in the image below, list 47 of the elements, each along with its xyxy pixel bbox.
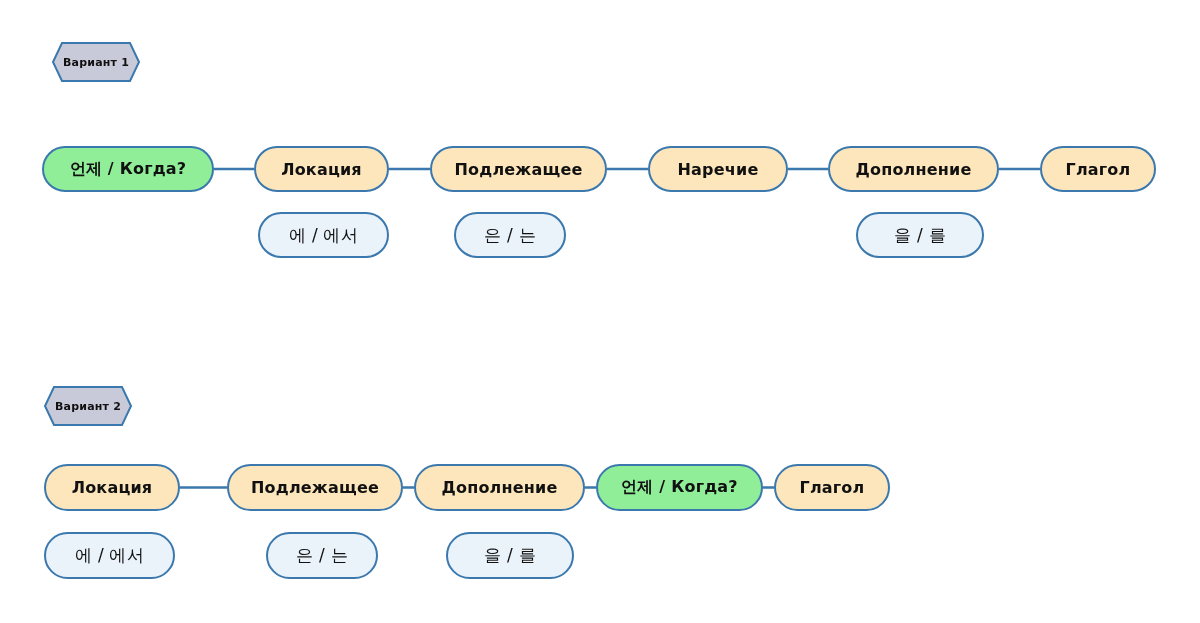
connector-line [403, 486, 414, 489]
sentence-part-label: Дополнение [855, 159, 972, 179]
particle-label: 을 / 를 [894, 223, 946, 247]
sentence-part-pill [414, 464, 585, 511]
particle-pill [454, 212, 566, 258]
particle-label: 에 / 에서 [289, 223, 358, 247]
particle-label: 을 / 를 [484, 544, 536, 567]
sentence-part-pill [828, 146, 999, 192]
particle-pill [856, 212, 984, 258]
sentence-part-pill [44, 464, 180, 511]
particle-label: 에 / 에서 [75, 544, 144, 567]
sentence-part-label: Подлежащее [454, 159, 583, 179]
particle-label: 은 / 는 [296, 544, 348, 567]
sentence-part-label: Глагол [799, 478, 865, 497]
sentence-part-label: 언제 / Когда? [621, 477, 738, 498]
connector-line [607, 167, 648, 171]
particle-pill [258, 212, 389, 258]
particle-label: 은 / 는 [484, 223, 536, 247]
particle-pill [266, 532, 378, 579]
particle-pill [44, 532, 175, 579]
sentence-part-pill [774, 464, 890, 511]
hexagon-tag [44, 386, 132, 426]
sentence-part-pill [254, 146, 389, 192]
sentence-part-label: 언제 / Когда? [69, 158, 187, 180]
sentence-part-pill [648, 146, 788, 192]
sentence-part-label: Подлежащее [251, 478, 379, 497]
connector-line [214, 167, 254, 171]
sentence-part-label: Дополнение [441, 478, 558, 497]
sentence-part-label: Глагол [1065, 159, 1131, 179]
connector-line [585, 486, 596, 489]
connector-line [788, 167, 828, 171]
sentence-part-pill [227, 464, 403, 511]
sentence-part-label: Локация [281, 159, 362, 179]
variant-label: Вариант 2 [54, 399, 122, 413]
connector-line [389, 167, 430, 171]
hexagon-tag [52, 42, 140, 82]
connector-line [999, 167, 1040, 171]
connector-line [180, 486, 227, 489]
sentence-part-label: Наречие [677, 159, 759, 179]
sentence-part-pill [430, 146, 607, 192]
sentence-part-pill [42, 146, 214, 192]
sentence-part-label: Локация [71, 478, 153, 497]
particle-pill [446, 532, 574, 579]
variant-label: Вариант 1 [62, 55, 130, 69]
sentence-part-pill [1040, 146, 1156, 192]
sentence-part-pill [596, 464, 763, 511]
connector-line [763, 486, 774, 489]
